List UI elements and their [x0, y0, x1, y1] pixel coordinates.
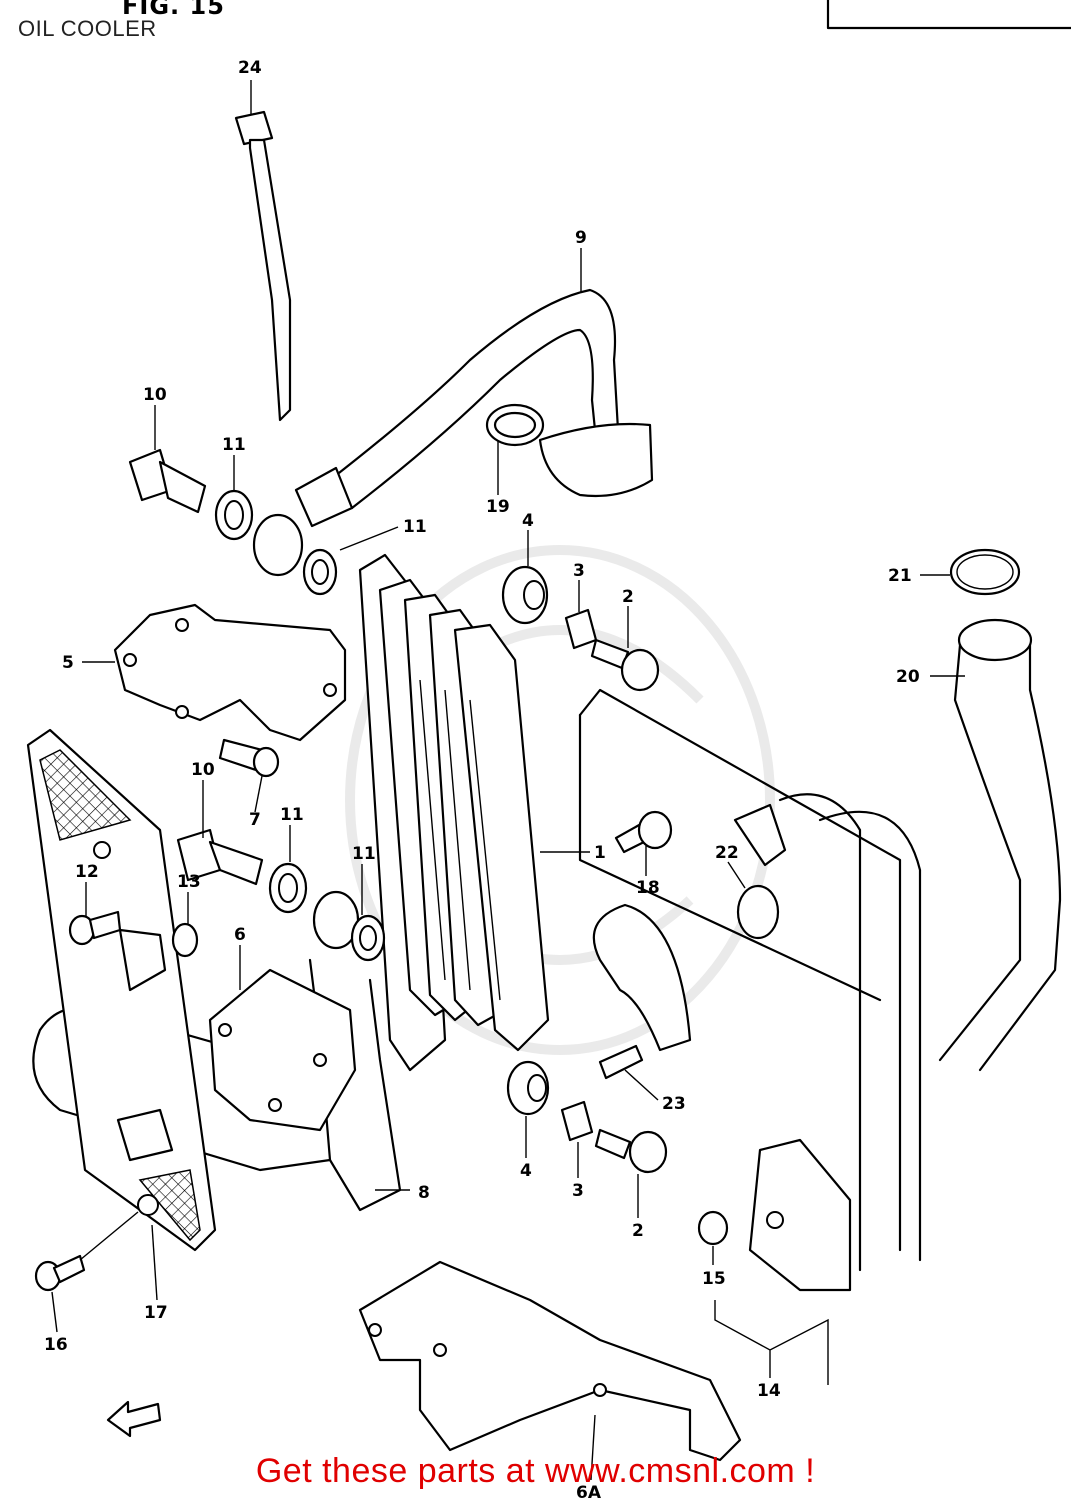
part-hose-elbow [592, 903, 692, 1052]
page-title: OIL COOLER [18, 16, 157, 41]
callout-2: 2 [622, 587, 634, 607]
callout-3: 3 [572, 1181, 584, 1201]
part-cable-tie [234, 110, 292, 422]
border-box-fragment [826, 0, 1071, 30]
part-hose-clamp [485, 403, 545, 447]
screen-mount-hole [137, 1194, 159, 1216]
part-bolt-upper [590, 638, 660, 692]
callout-12: 12 [75, 862, 99, 882]
callout-22: 22 [715, 843, 739, 863]
callout-1: 1 [594, 843, 606, 863]
part-collar-lower [560, 1100, 594, 1142]
callout-numbers: 24 9 10 11 11 19 4 3 2 21 5 20 10 7 11 1… [44, 58, 920, 1500]
callout-4: 4 [520, 1161, 532, 1181]
callout-10: 10 [191, 760, 215, 780]
callout-13: 13 [177, 872, 201, 892]
callout-19: 19 [486, 497, 510, 517]
part-cap [697, 1210, 729, 1246]
callout-21: 21 [888, 566, 912, 586]
part-bracket-lower [358, 1260, 742, 1462]
callout-11: 11 [280, 805, 304, 825]
part-damper [116, 1108, 174, 1162]
grommet-upper-hole [523, 580, 545, 610]
callout-10: 10 [143, 385, 167, 405]
part-banjo-fitting [252, 513, 304, 577]
part-screen-guard [26, 728, 217, 1252]
callout-16: 16 [44, 1335, 68, 1355]
washer-3-hole [278, 873, 298, 903]
callout-14: 14 [757, 1381, 781, 1401]
callout-3: 3 [573, 561, 585, 581]
part-union-bolt-lower [176, 828, 264, 886]
part-mount-plate [118, 928, 167, 992]
part-bracket-mid [208, 968, 357, 1132]
callout-15: 15 [702, 1269, 726, 1289]
callout-24: 24 [238, 58, 262, 78]
part-bolt-lower-right [598, 1044, 644, 1080]
callout-11: 11 [403, 517, 427, 537]
callout-2: 2 [632, 1221, 644, 1241]
washer-1-hole [224, 500, 244, 530]
part-bracket-upper [113, 603, 347, 742]
part-washer-13 [171, 922, 199, 958]
washer-2-hole [311, 559, 329, 585]
callout-9: 9 [575, 228, 587, 248]
callout-8: 8 [418, 1183, 430, 1203]
footer-link[interactable]: Get these parts at www.cmsnl.com ! [255, 1452, 816, 1490]
part-bolt-small [34, 1254, 86, 1292]
front-direction-arrow-icon [106, 1400, 162, 1438]
part-guard-frame [578, 688, 922, 1292]
part-bolt-frame [614, 810, 673, 854]
part-oil-hose-upper [294, 288, 654, 528]
callout-23: 23 [662, 1094, 686, 1114]
part-union-bolt-upper [128, 448, 207, 514]
part-ring [736, 884, 780, 940]
callout-6A: 6A [576, 1483, 602, 1500]
figure-label: FIG. 15 [122, 0, 225, 20]
callout-20: 20 [896, 667, 920, 687]
callout-7: 7 [249, 810, 261, 830]
part-oil-cooler-core [358, 553, 550, 1072]
callout-leaders [51, 80, 965, 1481]
callout-6: 6 [234, 925, 246, 945]
callout-18: 18 [636, 878, 660, 898]
part-o-ring [949, 548, 1021, 596]
part-oil-pipe [938, 618, 1062, 1072]
callout-11: 11 [352, 844, 376, 864]
part-bolt-lower [594, 1128, 668, 1174]
o-ring-inner [956, 554, 1014, 590]
washer-4-hole [359, 925, 377, 951]
part-screw [218, 738, 280, 778]
grommet-lower-hole [527, 1074, 547, 1102]
part-collar-upper [564, 608, 598, 650]
callout-4: 4 [522, 511, 534, 531]
callout-17: 17 [144, 1303, 168, 1323]
callout-11: 11 [222, 435, 246, 455]
callout-5: 5 [62, 653, 74, 673]
